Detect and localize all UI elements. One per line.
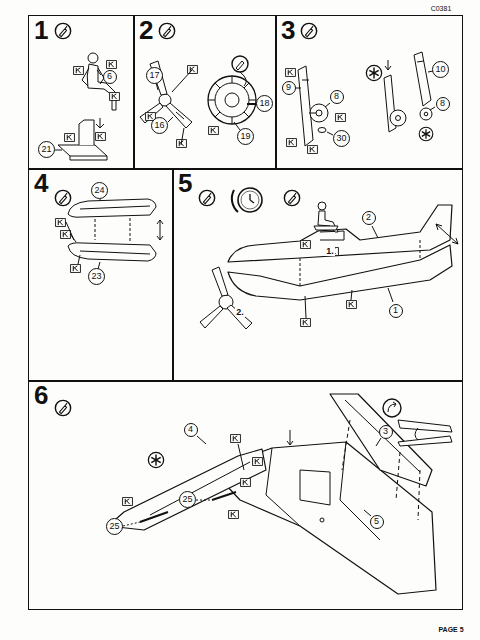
callout-number: 5 — [374, 517, 379, 526]
callout-circle: 30 — [333, 130, 350, 147]
step-panel: 2 17 16 19 18 — [133, 15, 277, 170]
callout-number: 2 — [366, 213, 371, 222]
step-number: 2 — [139, 17, 153, 43]
callout-circle: 3 — [379, 425, 393, 439]
step-panel: 6 4 3 25 25 5 — [28, 380, 463, 610]
step-number: 5 — [178, 170, 192, 196]
callout-number: 10 — [435, 65, 445, 74]
step-panel: 4 24 23 — [28, 168, 174, 382]
callout-number: 3 — [383, 427, 388, 436]
callout-number: 8 — [440, 99, 445, 108]
callout-circle: 2 — [362, 211, 376, 225]
callout-number: 30 — [336, 134, 346, 143]
callout-number: 18 — [259, 99, 269, 108]
callout-circle: 18 — [256, 95, 273, 112]
callout-circle: 8 — [330, 90, 344, 104]
callout-number: 1 — [393, 306, 398, 315]
callout-circle: 8 — [436, 97, 450, 111]
callout-number: 16 — [154, 121, 164, 130]
callout-number: 8 — [334, 92, 339, 101]
step-panel: 5 2 1 — [172, 168, 463, 382]
step-number: 3 — [281, 17, 295, 43]
page-label: 1. — [325, 247, 335, 256]
callout-number: 17 — [149, 71, 159, 80]
callout-circle: 25 — [179, 491, 196, 508]
callout-circle: 19 — [237, 128, 254, 145]
callout-number: 9 — [286, 83, 291, 92]
callout-circle: 4 — [184, 423, 198, 437]
callout-circle: 9 — [282, 81, 296, 95]
step-number: 1 — [34, 17, 48, 43]
callout-number: 4 — [188, 425, 193, 434]
callout-number: 25 — [109, 522, 119, 531]
step-panel: 3 9 8 30 10 8 — [275, 15, 463, 170]
callout-number: 23 — [91, 272, 101, 281]
callout-circle: 16 — [151, 117, 168, 134]
callout-circle: 17 — [146, 67, 163, 84]
step-number: 6 — [34, 382, 48, 408]
page-label: 2. — [235, 308, 245, 317]
callout-circle: 5 — [370, 515, 384, 529]
callout-circle: 6 — [103, 70, 117, 84]
callout-number: 24 — [94, 186, 104, 195]
callout-circle: 25 — [106, 518, 123, 535]
callout-circle: 1 — [389, 304, 403, 318]
callout-circle: 24 — [91, 182, 108, 199]
step-number: 4 — [34, 170, 48, 196]
callout-number: 6 — [107, 72, 112, 81]
callout-number: 21 — [41, 145, 51, 154]
callout-number: 25 — [182, 495, 192, 504]
callout-number: 19 — [240, 132, 250, 141]
callout-circle: 23 — [88, 268, 105, 285]
callout-circle: 21 — [38, 141, 55, 158]
page-label: PAGE 5 — [437, 626, 464, 633]
page-label: C0381 — [430, 5, 453, 12]
step-panel: 1621 — [28, 15, 135, 170]
callout-circle: 10 — [432, 61, 449, 78]
